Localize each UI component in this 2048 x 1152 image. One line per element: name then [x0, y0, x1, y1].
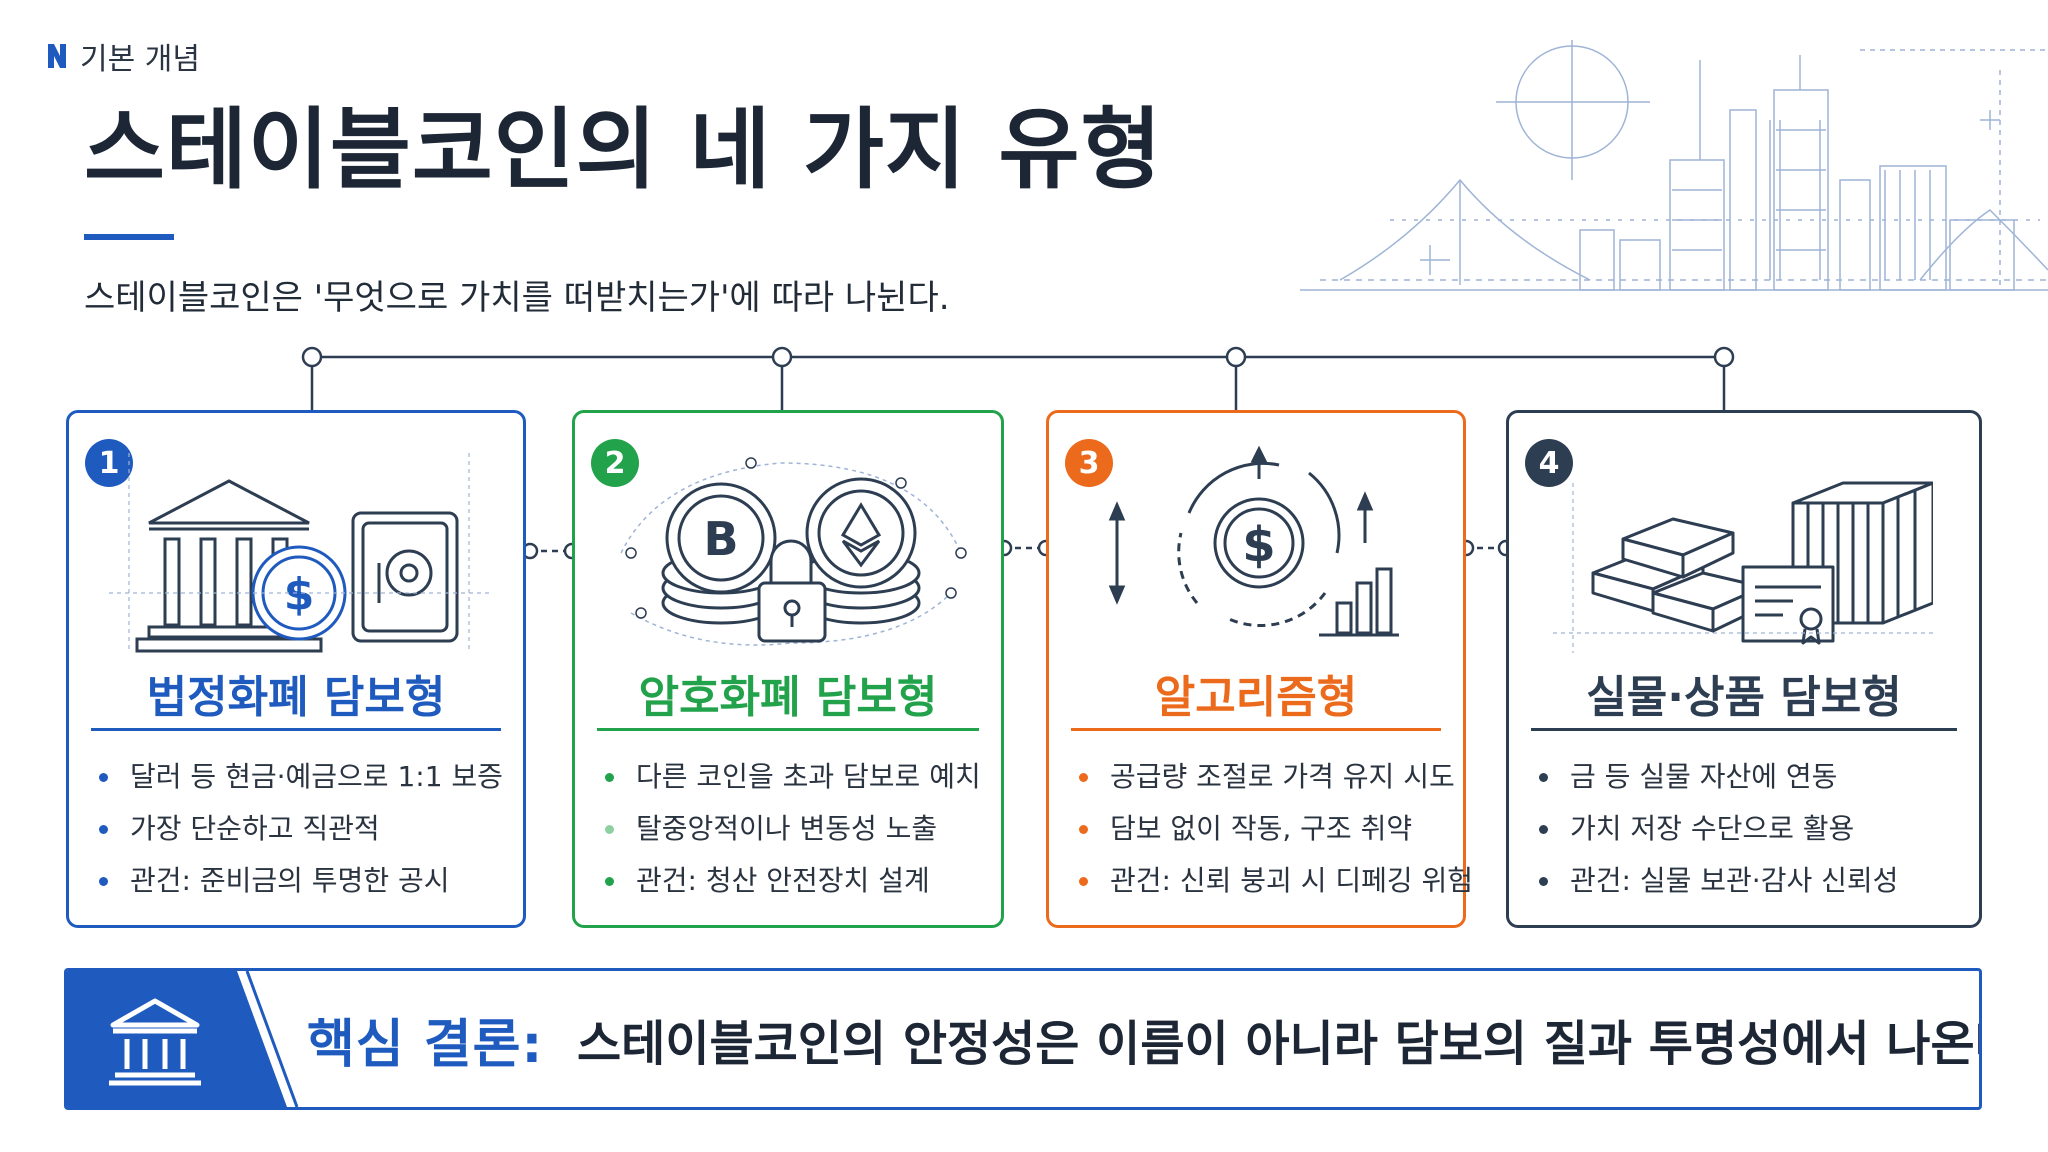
bank-coin-safe-icon: $	[109, 453, 489, 653]
bullet-dot	[605, 772, 614, 782]
svg-text:$: $	[1242, 517, 1275, 573]
conclusion-banner: 핵심 결론: 스테이블코인의 안정성은 이름이 아니라 담보의 질과 투명성에서…	[64, 968, 1982, 1110]
card-divider	[1531, 728, 1957, 731]
svg-text:B: B	[703, 512, 738, 566]
card-title: 실물·상품 담보형	[1586, 672, 1902, 723]
list-item: 가장 단순하고 직관적	[99, 803, 513, 855]
card-divider	[91, 728, 501, 731]
title-underline	[84, 234, 174, 240]
connector-node	[1225, 346, 1247, 368]
list-item: 관건: 청산 안전장치 설계	[605, 855, 991, 907]
list-item: 관건: 실물 보관·감사 신뢰성	[1539, 855, 1969, 907]
gold-bars-container-icon	[1553, 481, 1933, 653]
conclusion-text: 스테이블코인의 안정성은 이름이 아니라 담보의 질과 투명성에서 나온다	[577, 1016, 1982, 1072]
page-title: 스테이블코인의 네 가지 유형	[84, 98, 1163, 201]
card-number-badge: 1	[85, 439, 133, 487]
bank-icon	[109, 998, 201, 1086]
card-commodity-backed: 4 실물	[1506, 410, 1982, 928]
card-title: 법정화폐 담보형	[146, 672, 446, 723]
card-title: 알고리즘형	[1154, 672, 1358, 723]
list-item: 관건: 준비금의 투명한 공시	[99, 855, 513, 907]
bullet-dot	[99, 824, 108, 834]
bullet-dot	[1539, 876, 1548, 886]
bullet-dot	[1539, 824, 1548, 834]
bookmark-icon	[48, 44, 66, 68]
bullet-dot	[99, 772, 108, 782]
svg-text:$: $	[284, 569, 315, 620]
bullet-dot	[605, 876, 614, 886]
bullet-dot	[605, 824, 614, 834]
list-item: 다른 코인을 초과 담보로 예치	[605, 751, 991, 803]
card-bullet-list: 달러 등 현금·예금으로 1:1 보증 가장 단순하고 직관적 관건: 준비금의…	[99, 751, 513, 907]
connector-node	[301, 346, 323, 368]
card-bullet-list: 금 등 실물 자산에 연동 가치 저장 수단으로 활용 관건: 실물 보관·감사…	[1539, 751, 1969, 907]
card-divider	[1071, 728, 1441, 731]
page-subtitle: 스테이블코인은 '무엇으로 가치를 떠받치는가'에 따라 나뉜다.	[84, 278, 950, 318]
bullet-dot	[1079, 772, 1088, 782]
crypto-coins-lock-icon: B	[620, 457, 967, 646]
list-item: 달러 등 현금·예금으로 1:1 보증	[99, 751, 513, 803]
card-fiat-backed: 1 $ 법정화폐 담보형 달러 등 현금·예금으로 1:1	[66, 410, 526, 928]
section-tag: 기본 개념	[48, 36, 200, 77]
connector-node	[771, 346, 793, 368]
bullet-dot	[99, 876, 108, 886]
list-item: 담보 없이 작동, 구조 취약	[1079, 803, 1453, 855]
conclusion-label: 핵심 결론:	[307, 1014, 544, 1075]
list-item: 가치 저장 수단으로 활용	[1539, 803, 1969, 855]
list-item: 금 등 실물 자산에 연동	[1539, 751, 1969, 803]
card-bullet-list: 다른 코인을 초과 담보로 예치 탈중앙적이나 변동성 노출 관건: 청산 안전…	[605, 751, 991, 907]
card-title: 암호화폐 담보형	[638, 672, 938, 723]
card-algorithmic: 3 $ 알고리즘형 공급량 조절로 가격 유지 시도 담보 없이 작동, 구조 …	[1046, 410, 1473, 928]
bullet-dot	[1079, 824, 1088, 834]
card-crypto-backed: 2 B 암호화폐	[572, 410, 1004, 928]
list-item: 공급량 조절로 가격 유지 시도	[1079, 751, 1455, 803]
section-tag-label: 기본 개념	[80, 42, 200, 77]
bullet-dot	[1539, 772, 1548, 782]
card-number-badge: 4	[1525, 439, 1573, 487]
list-item: 탈중앙적이나 변동성 노출	[605, 803, 991, 855]
list-item: 관건: 신뢰 붕괴 시 디페깅 위험	[1079, 855, 1473, 907]
bullet-dot	[1079, 876, 1088, 886]
card-bullet-list: 공급량 조절로 가격 유지 시도 담보 없이 작동, 구조 취약 관건: 신뢰 …	[1079, 751, 1473, 907]
card-divider	[597, 728, 979, 731]
card-number-badge: 2	[591, 439, 639, 487]
algorithm-cycle-icon: $	[1108, 445, 1399, 637]
connector-node	[1713, 346, 1735, 368]
card-number-badge: 3	[1065, 439, 1113, 487]
city-skyline-illustration	[1300, 40, 2048, 291]
